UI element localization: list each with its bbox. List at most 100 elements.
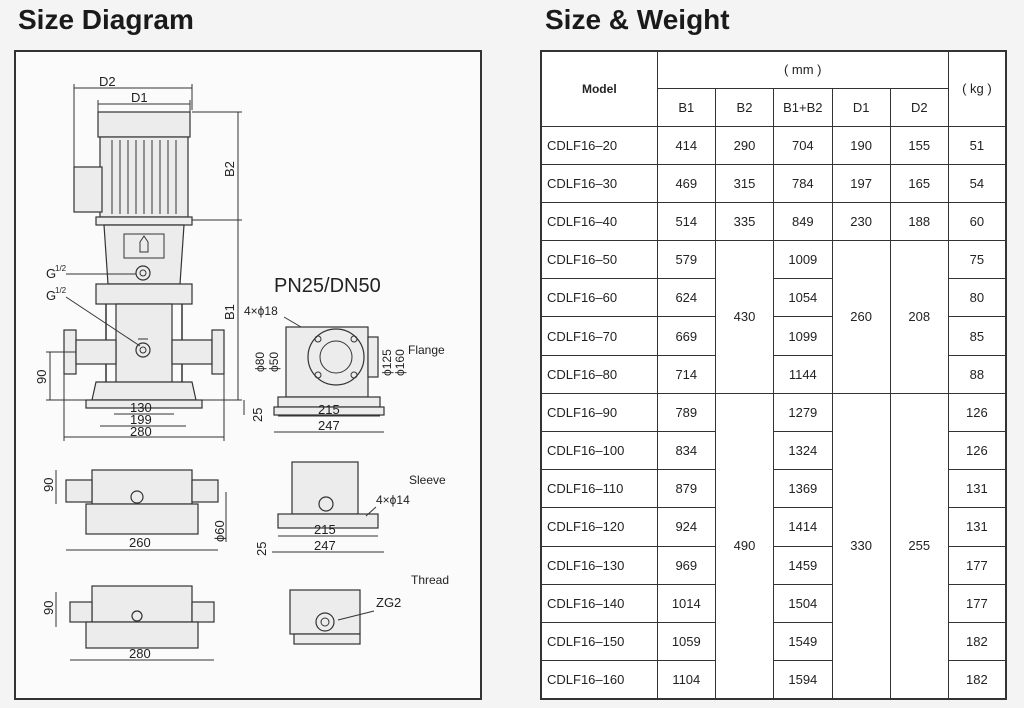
cell-b1: 469: [656, 163, 716, 203]
sleeve-h25: 25: [254, 542, 269, 556]
cell-b1b2: 1099: [773, 316, 833, 356]
flange-phi125: ϕ125: [380, 349, 394, 376]
cell-model: CDLF16–30: [540, 163, 658, 203]
cell-model: CDLF16–90: [540, 392, 658, 433]
cell-d2: 188: [889, 201, 949, 242]
sleeve-w215: 215: [314, 522, 336, 537]
cell-b1: 669: [656, 316, 716, 356]
cell-b1b2: 1144: [773, 354, 833, 394]
flange-w215: 215: [318, 402, 340, 417]
header-b2: B2: [714, 87, 775, 127]
cell-b2: 315: [714, 163, 775, 203]
header-d2: D2: [889, 87, 949, 127]
dim-d2: D2: [99, 74, 116, 89]
flange-view: PN25/DN50 4×ϕ18 ϕ80 ϕ50 ϕ125 ϕ160 Flange…: [243, 275, 445, 433]
cell-kg: 182: [947, 621, 1007, 662]
cell-b1b2: 1369: [773, 469, 833, 509]
flange-phi80: ϕ80: [253, 352, 267, 372]
cell-model: CDLF16–100: [540, 430, 658, 471]
cell-b2: 290: [714, 125, 775, 165]
table-row: CDLF16–90 789 490 1279 330 255 126: [540, 392, 1007, 700]
dim-b1: B1: [222, 304, 237, 320]
flange-holes: 4×ϕ18: [244, 304, 278, 318]
cell-b1: 514: [656, 201, 716, 242]
cell-b1: 714: [656, 354, 716, 394]
cell-kg: 126: [947, 392, 1007, 433]
sleeve-holes: 4×ϕ14: [376, 493, 410, 507]
cell-kg: 131: [947, 469, 1007, 509]
cell-kg: 60: [947, 201, 1007, 242]
cell-model: CDLF16–140: [540, 583, 658, 623]
cell-model: CDLF16–50: [540, 240, 658, 280]
front-view: D2 D1 B2 B1 G 1/2 G 1/2 90 130 199 280: [34, 74, 242, 441]
flange-phi50: ϕ50: [267, 352, 281, 372]
cell-d2: 165: [889, 163, 949, 203]
sleeve-front-view: 90 ϕ60 260: [41, 469, 227, 551]
cell-model: CDLF16–150: [540, 621, 658, 662]
sleeve-side-view: Sleeve 4×ϕ14 25 215 247: [254, 461, 446, 556]
flange-h25: 25: [250, 408, 265, 422]
label-g-top-frac: 1/2: [55, 264, 67, 273]
cell-b1b2: 784: [773, 163, 833, 203]
cell-model: CDLF16–130: [540, 545, 658, 585]
pump-base: [85, 399, 203, 409]
cell-d1: 230: [831, 201, 891, 242]
cell-kg: 54: [947, 163, 1007, 203]
cell-b1b2: 1279: [773, 392, 833, 433]
cell-d2: 155: [889, 125, 949, 165]
cell-d2-merged: 208: [889, 240, 949, 394]
cell-kg: 177: [947, 545, 1007, 585]
size-diagram-panel: D2 D1 B2 B1 G 1/2 G 1/2 90 130 199 280 P…: [14, 50, 482, 700]
thread-w280: 280: [129, 646, 151, 661]
plug-bottom: [135, 342, 151, 358]
cell-d1-merged: 260: [831, 240, 891, 394]
cell-kg: 75: [947, 240, 1007, 280]
cell-b1b2: 1414: [773, 507, 833, 547]
table-row: CDLF16–160 1104 1594 182: [540, 660, 1007, 700]
cell-b1b2: 1549: [773, 621, 833, 662]
cell-b1: 1014: [656, 583, 716, 623]
cell-model: CDLF16–60: [540, 278, 658, 318]
cell-b1b2: 1594: [773, 660, 833, 700]
cell-b1b2: 1504: [773, 583, 833, 623]
cell-kg: 88: [947, 354, 1007, 394]
cell-b1: 924: [656, 507, 716, 547]
motor-cap: [97, 111, 191, 138]
cell-model: CDLF16–40: [540, 201, 658, 242]
sleeve-w247: 247: [314, 538, 336, 553]
flange-title: PN25/DN50: [274, 275, 381, 297]
dim-front-130: 130: [130, 400, 152, 415]
cell-model: CDLF16–110: [540, 469, 658, 509]
cell-kg: 182: [947, 660, 1007, 700]
header-model: Model: [540, 50, 658, 127]
cell-b2-merged: 430: [714, 240, 775, 394]
flange-w247: 247: [318, 418, 340, 433]
table-row: CDLF16–110 879 1369 131: [540, 469, 1007, 509]
cell-kg: 177: [947, 583, 1007, 623]
sleeve-label: Sleeve: [409, 473, 446, 487]
cell-d1: 190: [831, 125, 891, 165]
sleeve-w260: 260: [129, 535, 151, 550]
table-row: CDLF16–20 414 290 704 190 155 51: [540, 125, 1007, 165]
cell-model: CDLF16–70: [540, 316, 658, 356]
cell-b1: 969: [656, 545, 716, 585]
motor-flange: [95, 216, 193, 226]
dim-b2: B2: [222, 161, 237, 177]
dim-d1: D1: [131, 90, 148, 105]
header-kg: ( kg ): [947, 50, 1007, 127]
header-mm: ( mm ): [656, 50, 949, 89]
cell-b1b2: 1459: [773, 545, 833, 585]
header-b1: B1: [656, 87, 716, 127]
cell-b1b2: 1054: [773, 278, 833, 318]
cell-b1: 1059: [656, 621, 716, 662]
cell-model: CDLF16–160: [540, 660, 658, 700]
cell-b1: 1104: [656, 660, 716, 700]
size-weight-table: Model ( mm ) ( kg ) B1 B2 B1+B2 D1 D2 CD…: [540, 50, 1007, 700]
cell-b1: 879: [656, 469, 716, 509]
size-diagram-title: Size Diagram: [18, 4, 194, 35]
cell-kg: 51: [947, 125, 1007, 165]
thread-h90: 90: [41, 601, 56, 615]
cell-b2: 335: [714, 201, 775, 242]
label-g-bottom-frac: 1/2: [55, 286, 67, 295]
cell-model: CDLF16–80: [540, 354, 658, 394]
